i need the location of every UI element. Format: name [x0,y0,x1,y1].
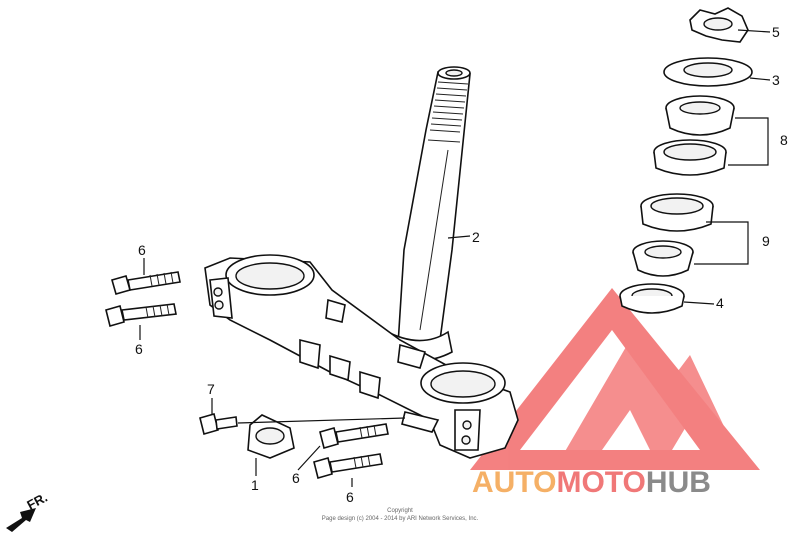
callout-3: 3 [772,72,780,88]
cable-clamp [247,414,295,459]
steering-stem [379,66,471,362]
callout-2: 2 [472,229,480,245]
lower-bearing [632,193,714,277]
watermark-part-auto: AUTO [472,466,556,499]
leader-lines [139,29,771,487]
lower-triple-clamp [204,254,519,459]
pinch-bolt-upper-left [111,271,181,295]
watermark-part-moto: MOTO [556,466,645,499]
lower-dust-seal [619,283,685,314]
stem-nut [689,7,749,43]
pinch-bolt-lower-left [105,303,177,327]
pinch-bolt-right-lower [313,453,383,479]
callout-9: 9 [762,233,770,249]
watermark-triangle [470,288,760,470]
callout-6-upper-left: 6 [138,242,146,258]
callout-6-lower-left: 6 [135,341,143,357]
pinch-bolt-right-upper [319,423,389,449]
watermark-wordmark: AUTOMOTOHUB [472,466,711,499]
copyright-line-1: Copyright [387,508,413,514]
callout-8: 8 [780,132,788,148]
callout-7: 7 [207,381,215,397]
front-direction-label: FR. [24,490,50,513]
callout-1: 1 [251,477,259,493]
upper-bearing [653,95,735,176]
callout-6-lower-right: 6 [346,489,354,505]
copyright-line-2: Page design (c) 2004 - 2014 by ARI Netwo… [322,516,479,522]
callout-5: 5 [772,24,780,40]
watermark-part-hub: HUB [646,466,711,499]
callout-4: 4 [716,295,724,311]
front-direction-arrow: FR. [6,490,50,532]
clamp-bolt-7 [199,413,238,435]
dust-seal-washer [663,57,753,87]
callout-6-center: 6 [292,470,300,486]
